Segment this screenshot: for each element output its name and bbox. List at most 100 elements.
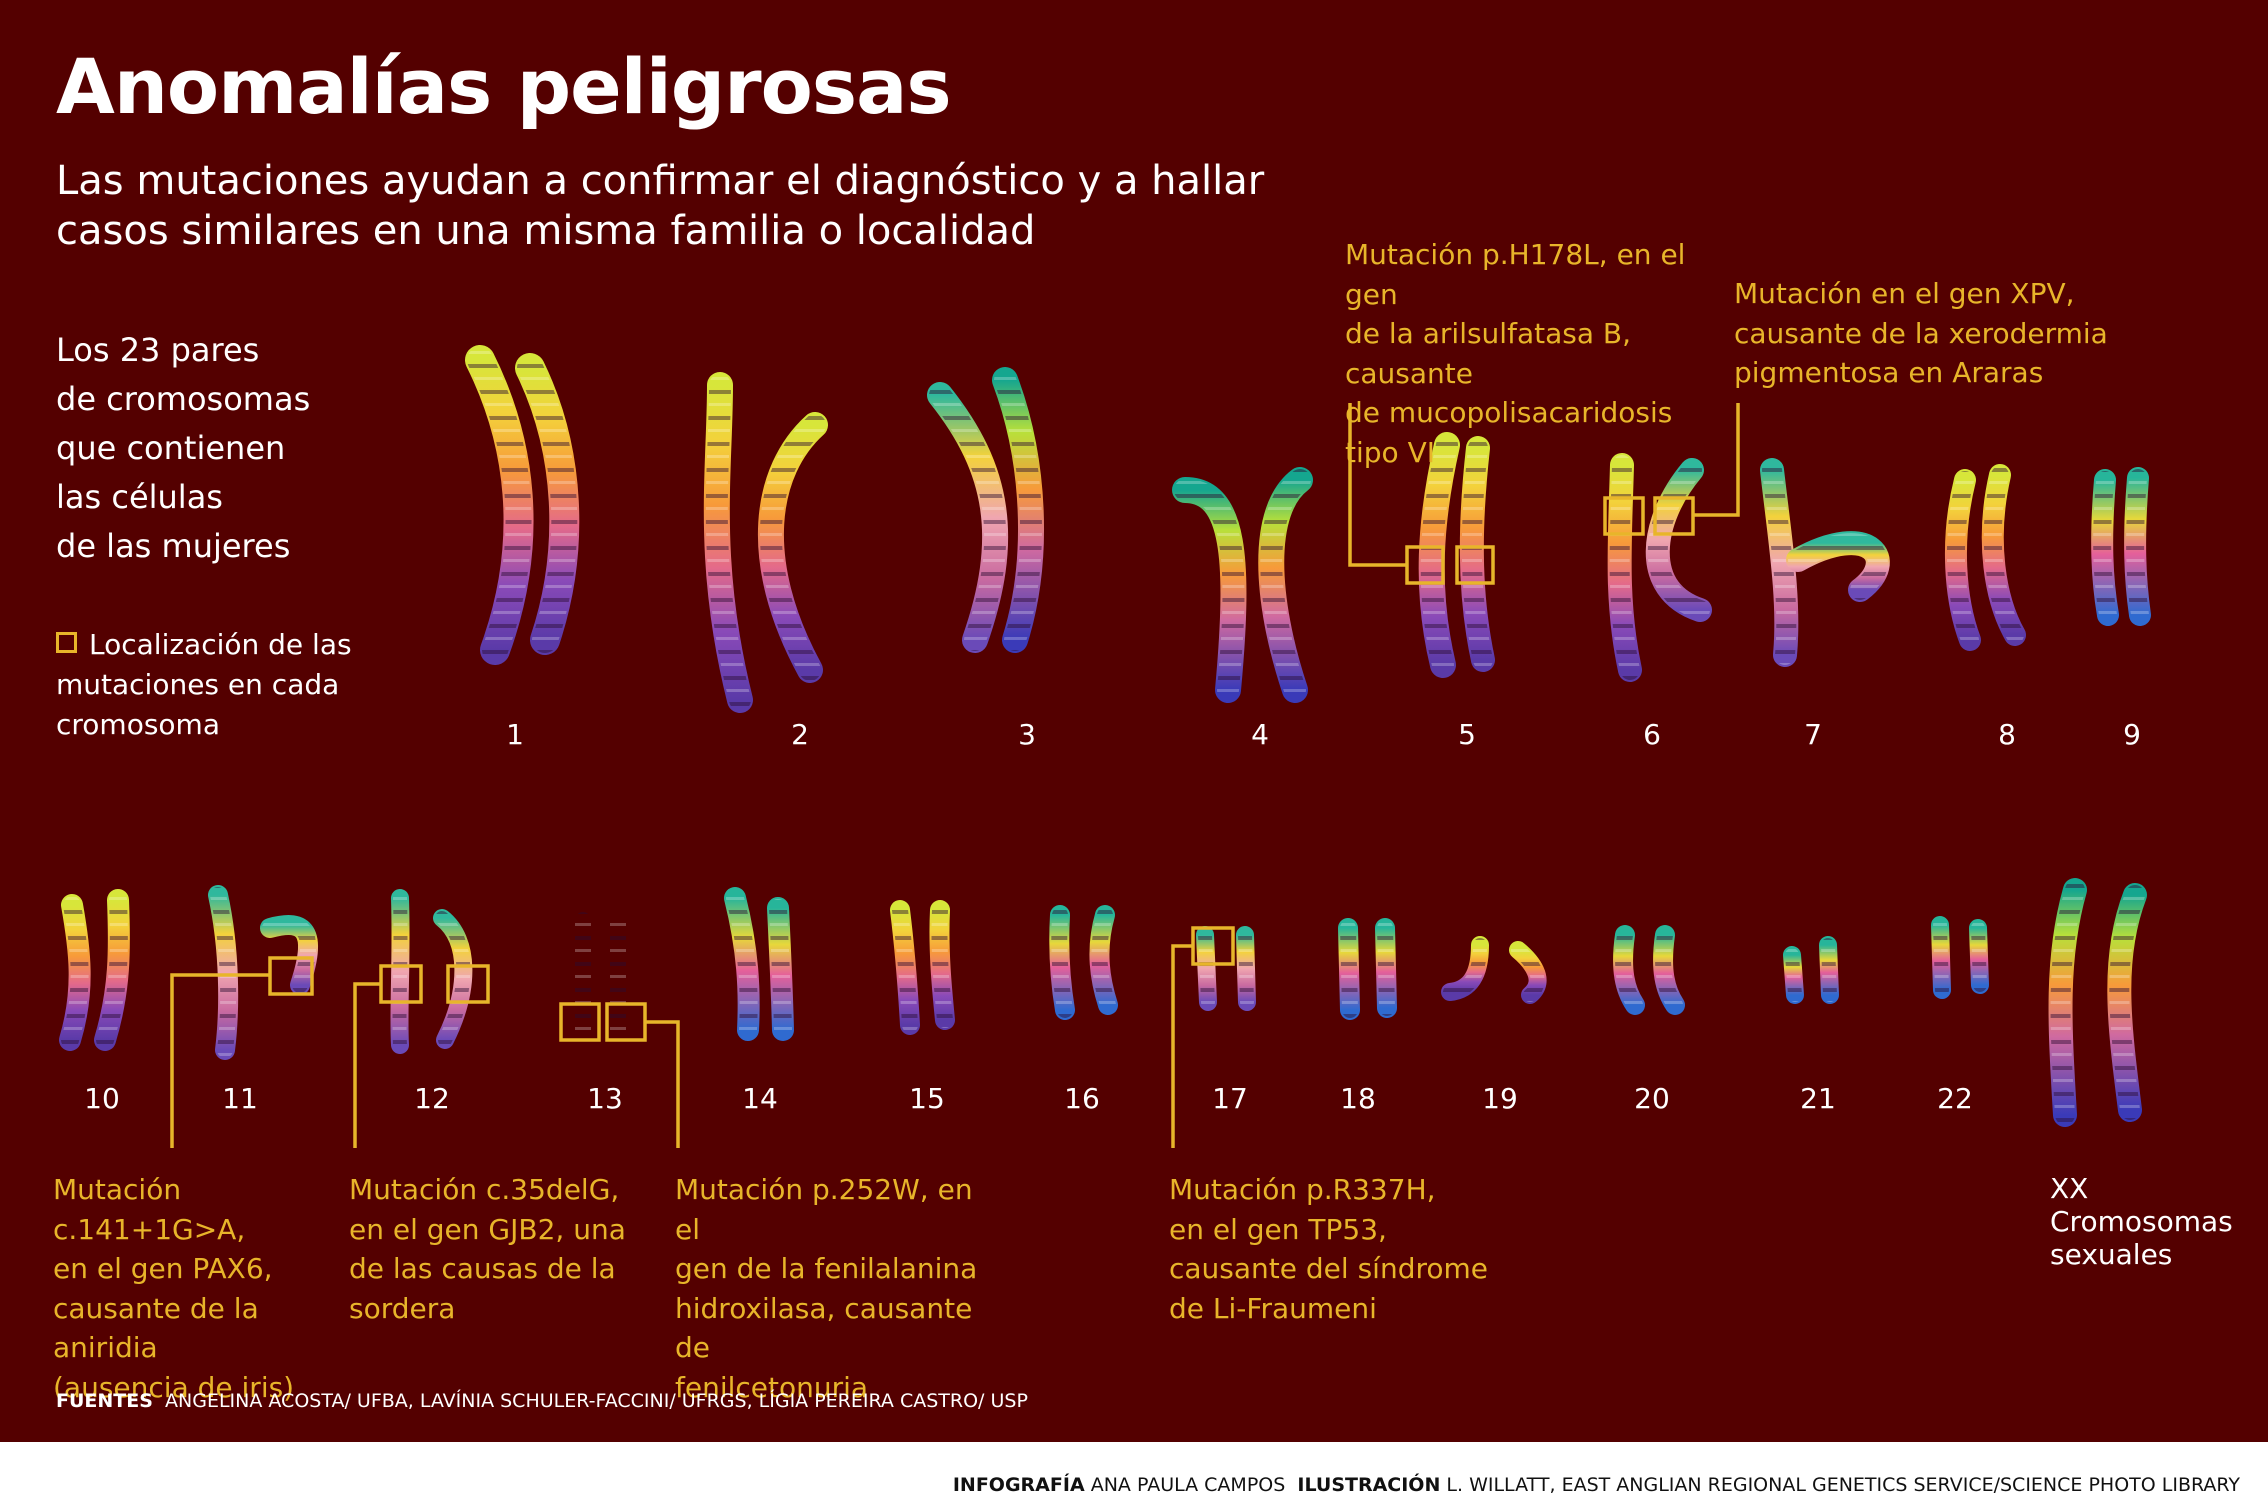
mutation-box-6a	[1603, 496, 1645, 536]
credit-label: INFOGRAFÍA	[952, 1474, 1085, 1496]
chromosome-xb	[2109, 885, 2145, 1120]
chromosome-layer	[59, 345, 2151, 1127]
sex-chromosome-code: XX	[2050, 1172, 2089, 1205]
chromosome-19a	[1443, 938, 1487, 999]
note-line: causante del síndrome	[1169, 1252, 1488, 1285]
chromosome-12a	[392, 891, 408, 1052]
chromosome-xa	[2050, 880, 2085, 1125]
note-line: sordera	[349, 1291, 456, 1325]
chromosome-label-9: 9	[2123, 718, 2141, 751]
chromosome-label-19: 19	[1482, 1082, 1518, 1115]
chromosome-label-13: 13	[587, 1082, 623, 1115]
chromosome-label-12: 12	[414, 1082, 450, 1115]
note-line: en el gen PAX6,	[53, 1252, 273, 1285]
callout-line-13	[645, 1020, 680, 1148]
legend: Localización de las mutaciones en cada c…	[56, 625, 356, 745]
intro-line: de cromosomas	[56, 380, 311, 418]
note-line: hidroxilasa, causante de	[675, 1291, 973, 1365]
note-line: tipo VI	[1345, 435, 1435, 469]
note-line: (ausencia de iris)	[53, 1370, 295, 1404]
chromosome-8a	[1946, 471, 1979, 649]
callout-line-17	[1171, 944, 1193, 1148]
chromosome-17b	[1238, 928, 1254, 1009]
callout-line-5	[1348, 403, 1407, 567]
chromosome-9b	[2126, 469, 2149, 624]
note-line: Mutación c.141+1G>A,	[53, 1173, 246, 1246]
chromosome-label-7: 7	[1804, 718, 1822, 751]
sex-chromosome-label: XX Cromosomas sexuales	[2050, 1172, 2250, 1271]
callout-line-6	[1693, 403, 1740, 517]
chromosome-20a	[1615, 927, 1643, 1013]
chromosome-label-8: 8	[1998, 718, 2016, 751]
chromosome-7b	[1788, 533, 1888, 600]
chromosome-label-17: 17	[1212, 1082, 1248, 1115]
chromosome-5b	[1461, 438, 1493, 670]
mutation-box-13a	[559, 1002, 601, 1042]
chromosome-19b	[1511, 943, 1545, 1002]
chromosome-4a	[1174, 479, 1245, 701]
note-line: causante de la xerodermia	[1734, 316, 2108, 350]
note-line: de Li-Fraumeni	[1169, 1291, 1377, 1325]
chromosome-label-3: 3	[1018, 718, 1036, 751]
mutation-note-13: Mutación p.252W, en el gen de la fenilal…	[675, 1170, 1005, 1407]
legend-text: Localización de las mutaciones en cada c…	[56, 628, 352, 741]
chromosome-label-22: 22	[1937, 1082, 1973, 1115]
chromosome-label-21: 21	[1800, 1082, 1836, 1115]
chromosome-label-15: 15	[909, 1082, 945, 1115]
chromosome-16a	[1051, 907, 1073, 1018]
mutation-callout-layer	[170, 403, 1740, 1148]
chromosome-18b	[1377, 920, 1395, 1016]
chromosome-label-4: 4	[1251, 718, 1269, 751]
note-line: causante de la aniridia	[53, 1291, 259, 1365]
chromosome-14a	[726, 889, 758, 1039]
note-line: Mutación en el gen XPV,	[1734, 277, 2075, 310]
sex-chromosome-text: Cromosomas	[2050, 1205, 2233, 1238]
chromosome-9a	[2093, 471, 2117, 624]
chromosome-1a	[467, 347, 532, 663]
chromosome-18a	[1340, 920, 1358, 1018]
chromosome-label-2: 2	[791, 718, 809, 751]
chromosome-22b	[1971, 921, 1987, 992]
note-line: Mutación p.252W, en el	[675, 1173, 973, 1246]
mutation-note-17: Mutación p.R337H, en el gen TP53, causan…	[1169, 1170, 1509, 1328]
note-line: fenilcetonuria	[675, 1370, 869, 1404]
intro-line: las células	[56, 478, 223, 516]
infographic-panel: Anomalías peligrosas Las mutaciones ayud…	[0, 0, 2268, 1442]
note-line: de mucopolisacaridosis	[1345, 396, 1673, 429]
callout-line-11	[170, 973, 270, 1148]
mutation-note-12: Mutación c.35delG, en el gen GJB2, una d…	[349, 1170, 639, 1328]
chromosome-22a	[1933, 918, 1949, 997]
chromosome-7a	[1762, 460, 1797, 665]
note-line: pigmentosa en Araras	[1734, 356, 2044, 389]
chromosome-11b	[262, 917, 317, 993]
note-line: en el gen GJB2, una	[349, 1212, 626, 1246]
mutation-box-12b	[446, 964, 490, 1004]
chromosome-11a	[210, 887, 237, 1058]
note-line: Mutación p.H178L, en el gen	[1345, 238, 1686, 311]
chromosome-label-14: 14	[742, 1082, 778, 1115]
chromosome-label-5: 5	[1458, 718, 1476, 751]
credits-line: INFOGRAFÍA ANA PAULA CAMPOS ILUSTRACIÓN …	[953, 1474, 2240, 1496]
chromosome-6a	[1609, 455, 1640, 680]
mutation-box-5b	[1455, 545, 1495, 585]
chromosome-21a	[1785, 948, 1802, 1002]
sex-chromosome-text: sexuales	[2050, 1238, 2173, 1271]
chromosome-14b	[769, 899, 792, 1039]
mutation-note-11: Mutación c.141+1G>A, en el gen PAX6, cau…	[53, 1170, 353, 1407]
sources-line: FUENTES ANGELINA ACOSTA/ UFBA, LAVÍNIA S…	[56, 1390, 1028, 1412]
chromosome-21b	[1821, 938, 1837, 1002]
chromosome-label-11: 11	[222, 1082, 258, 1115]
note-line: Mutación c.35delG,	[349, 1173, 620, 1206]
intro-line: de las mujeres	[56, 527, 291, 565]
page-subtitle: Las mutaciones ayudan a confirmar el dia…	[56, 158, 1265, 254]
chromosome-label-1: 1	[506, 718, 524, 751]
chromosome-label-10: 10	[84, 1082, 120, 1115]
chromosome-8b	[1983, 466, 2024, 644]
note-line: en el gen TP53,	[1169, 1212, 1387, 1246]
chromosome-2a	[705, 374, 751, 711]
chromosome-10b	[96, 891, 128, 1049]
chromosome-15a	[892, 902, 918, 1033]
credit-label: ILUSTRACIÓN	[1297, 1474, 1441, 1496]
credit-name: ANA PAULA CAMPOS	[1090, 1474, 1286, 1496]
chromosome-16b	[1091, 907, 1116, 1013]
